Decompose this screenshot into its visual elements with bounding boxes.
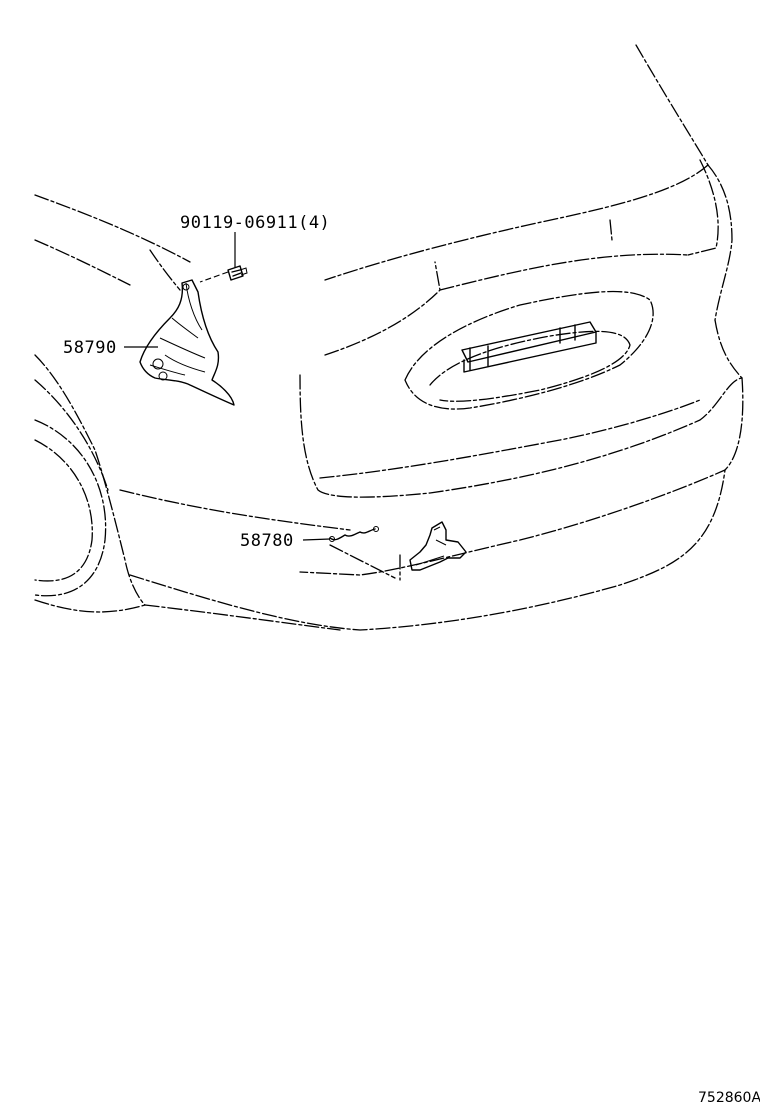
right-bracket-58780 bbox=[329, 521, 467, 571]
leader-lines bbox=[124, 232, 331, 541]
part-label-90119-06911: 90119-06911(4) bbox=[180, 213, 330, 233]
bolt-90119-06911 bbox=[227, 265, 248, 281]
left-bracket-58790 bbox=[139, 279, 235, 406]
part-label-58790: 58790 bbox=[63, 338, 117, 358]
part-label-58780: 58780 bbox=[240, 531, 294, 551]
reference-id: 752860A bbox=[698, 1090, 760, 1106]
license-light-bar bbox=[461, 321, 597, 373]
vehicle-outline bbox=[34, 44, 744, 631]
